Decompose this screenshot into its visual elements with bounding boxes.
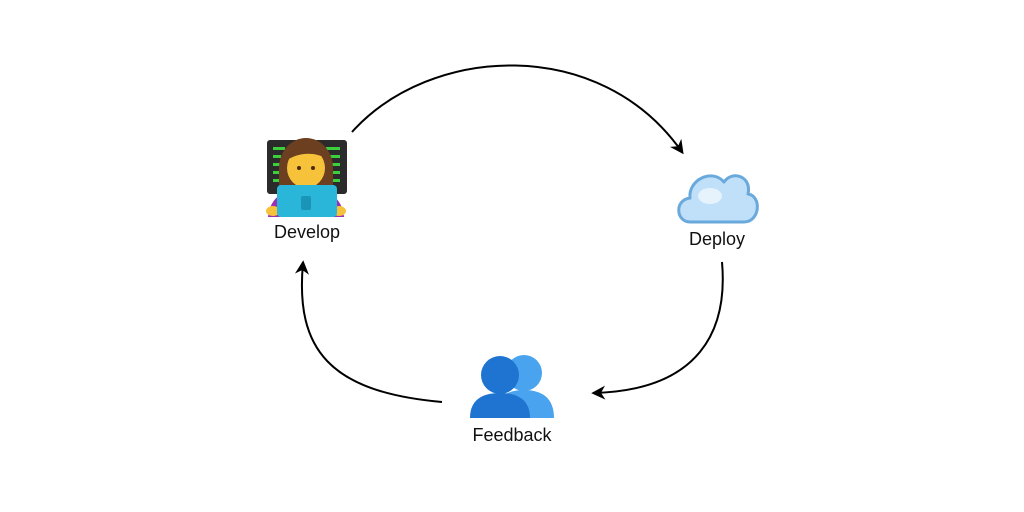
- users-icon: [470, 355, 554, 418]
- developer-at-laptop-icon: [266, 138, 347, 217]
- node-label: Deploy: [689, 229, 745, 249]
- edge-feedback-to-develop: [295, 260, 443, 403]
- node-label: Feedback: [472, 425, 552, 445]
- cloud-icon: [677, 174, 759, 224]
- node-develop: Develop: [266, 138, 347, 242]
- node-label: Develop: [274, 222, 340, 242]
- node-deploy: Deploy: [677, 174, 759, 249]
- node-feedback: Feedback: [470, 355, 554, 445]
- edge-develop-to-deploy: [351, 64, 684, 155]
- edge-deploy-to-feedback: [591, 261, 724, 400]
